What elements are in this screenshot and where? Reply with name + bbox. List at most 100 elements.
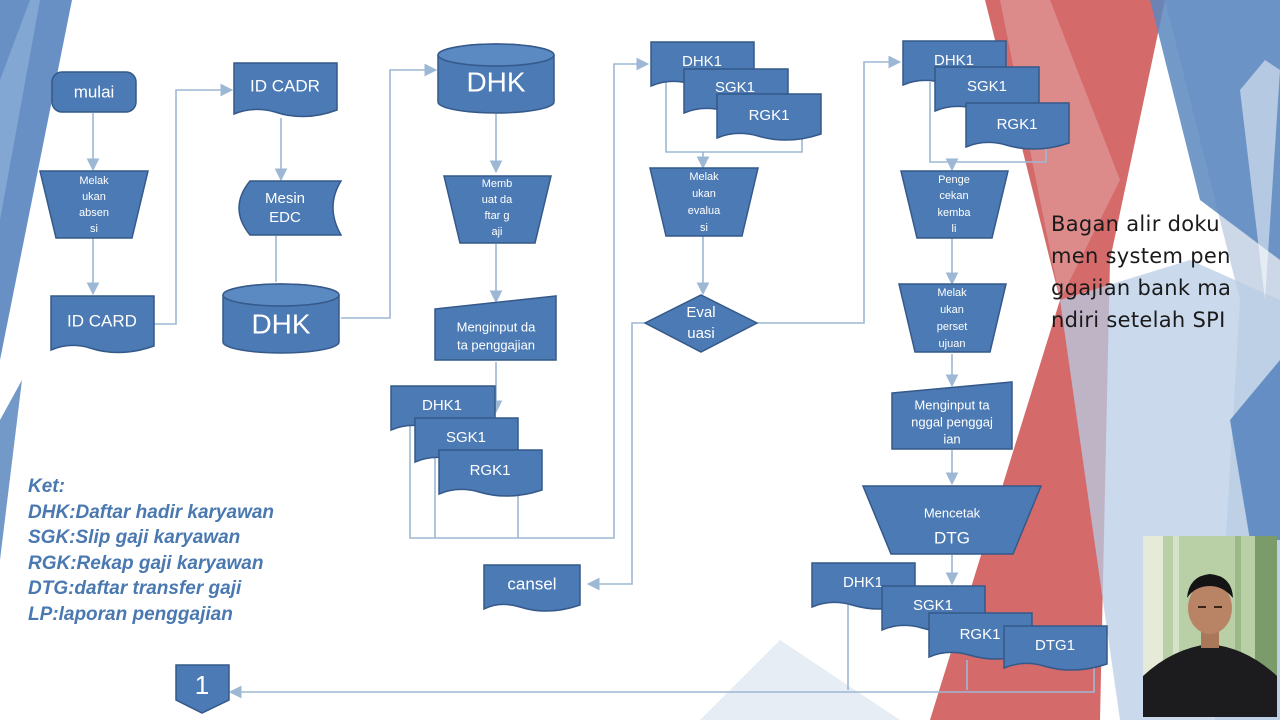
dhk-store-2-label: DHK: [466, 66, 525, 97]
evaluasi-line-1: Melak: [689, 171, 719, 183]
process-mencetak-dtg: Mencetak DTG: [861, 485, 1043, 555]
dhk1-c-label: DHK1: [934, 52, 974, 69]
document-id-cadr: ID CADR: [233, 62, 338, 118]
dhk-store-1-label: DHK: [251, 308, 310, 339]
buat-line-3: ftar g: [484, 210, 509, 222]
document-rgk1-a: RGK1: [438, 449, 543, 497]
decision-line-2: uasi: [687, 325, 715, 342]
legend-item-lp: LP:laporan penggajian: [28, 603, 233, 625]
input-tanggal-line-1: Menginput ta: [914, 397, 990, 412]
legend-heading: Ket:: [28, 476, 65, 497]
documents-group-2: DHK1 SGK1 RGK1: [650, 41, 822, 141]
input-line-1: Menginput da: [457, 319, 537, 334]
process-absensi: Melak ukan absen si: [39, 170, 149, 239]
process-pengecekan: Penge cekan kemba li: [900, 170, 1009, 239]
input-data-penggajian: Menginput da ta penggajian: [434, 295, 557, 361]
absensi-line-4: si: [90, 223, 98, 235]
decision-evaluasi: Eval uasi: [643, 294, 759, 353]
dtg1-d-label: DTG1: [1035, 637, 1075, 654]
caption-line-1: Bagan alir doku: [1051, 212, 1220, 236]
presenter-image: [1143, 536, 1277, 717]
line-docs-to-connector: [228, 668, 1095, 699]
pengecekan-line-3: kemba: [937, 207, 971, 219]
document-cansel: cansel: [483, 564, 581, 612]
line-docs-to-group2: [409, 57, 650, 539]
rgk1-d-label: RGK1: [960, 626, 1001, 643]
dhk1-d-label: DHK1: [843, 574, 883, 591]
input-line-2: ta penggajian: [457, 337, 535, 352]
edc-line-1: Mesin: [265, 190, 305, 207]
legend-item-sgk: SGK:Slip gaji karyawan: [28, 527, 241, 548]
pengecekan-line-2: cekan: [939, 190, 968, 202]
deco-left-blue-light: [0, 0, 40, 220]
process-buat-daftar-gaji: Memb uat da ftar g aji: [443, 175, 552, 244]
input-tanggal-line-2: nggal penggaj: [911, 414, 993, 429]
mencetak-line-2: DTG: [934, 528, 970, 547]
offpage-connector-1: 1: [175, 664, 230, 714]
line-group2-bracket: [665, 82, 803, 153]
process-evaluasi: Melak ukan evalua si: [649, 167, 759, 237]
sgk1-d-label: SGK1: [913, 597, 953, 614]
line-idcard-to-idcadr: [154, 83, 234, 325]
id-card-label: ID CARD: [67, 311, 137, 330]
line-group3-bracket: [929, 82, 1047, 163]
absensi-line-3: absen: [79, 207, 109, 219]
legend: Ket: DHK:Daftar hadir karyawan SGK:Slip …: [28, 474, 274, 627]
dhk1-b-label: DHK1: [682, 53, 722, 70]
sgk1-c-label: SGK1: [967, 78, 1007, 95]
input-tanggal-line-3: ian: [943, 431, 960, 446]
rgk1-b-label: RGK1: [749, 107, 790, 124]
buat-line-4: aji: [491, 226, 502, 238]
persetujuan-line-4: ujuan: [939, 338, 966, 350]
buat-line-2: uat da: [482, 194, 513, 206]
document-rgk1-c: RGK1: [965, 102, 1070, 150]
absensi-line-1: Melak: [79, 175, 109, 187]
caption-line-4: ndiri setelah SPI: [1051, 308, 1226, 332]
line-decision-to-group3: [757, 55, 902, 324]
rgk1-c-label: RGK1: [997, 116, 1038, 133]
documents-group-4: DHK1 SGK1 RGK1 DTG1: [811, 562, 1108, 671]
evaluasi-line-2: ukan: [692, 188, 716, 200]
display-mesin-edc: Mesin EDC: [238, 180, 343, 236]
decision-line-1: Eval: [686, 304, 715, 321]
documents-group-1: DHK1 SGK1 RGK1: [390, 385, 543, 497]
sgk1-a-label: SGK1: [446, 429, 486, 446]
connector-lines: [86, 55, 1095, 699]
deco-right-blue-top: [1150, 0, 1280, 260]
buat-line-1: Memb: [482, 178, 513, 190]
storage-dhk-2: DHK: [437, 43, 555, 114]
evaluasi-line-3: evalua: [688, 205, 721, 217]
pengecekan-line-4: li: [952, 223, 957, 235]
deco-right-blue-bottom: [1230, 360, 1280, 540]
dhk1-a-label: DHK1: [422, 397, 462, 414]
cansel-label: cansel: [507, 574, 556, 593]
caption-line-2: men system pen: [1051, 244, 1231, 268]
edc-line-2: EDC: [269, 209, 301, 226]
deco-bottom-grey: [700, 640, 900, 720]
id-cadr-label: ID CADR: [250, 76, 320, 95]
connector-1-label: 1: [195, 670, 209, 700]
documents-group-3: DHK1 SGK1 RGK1: [902, 40, 1070, 150]
persetujuan-line-2: ukan: [940, 304, 964, 316]
storage-dhk-1: DHK: [222, 283, 340, 354]
sgk1-b-label: SGK1: [715, 79, 755, 96]
persetujuan-line-3: perset: [937, 321, 968, 333]
legend-item-dhk: DHK:Daftar hadir karyawan: [28, 501, 275, 523]
evaluasi-line-4: si: [700, 222, 708, 234]
deco-right-white: [1240, 60, 1280, 300]
pengecekan-line-1: Penge: [938, 174, 970, 186]
slide-caption: Bagan alir doku men system pen ggajian b…: [1051, 208, 1279, 336]
document-rgk1-b: RGK1: [716, 93, 822, 141]
webcam-overlay: [1143, 536, 1277, 717]
document-dtg1-d: DTG1: [1003, 625, 1108, 671]
legend-item-dtg: DTG:daftar transfer gaji: [28, 578, 242, 599]
absensi-line-2: ukan: [82, 191, 106, 203]
mencetak-line-1: Mencetak: [924, 505, 981, 520]
terminal-mulai: mulai: [51, 71, 137, 113]
deco-left-blue-bottom: [0, 380, 22, 560]
caption-line-3: ggajian bank ma: [1051, 276, 1232, 300]
rgk1-a-label: RGK1: [470, 462, 511, 479]
legend-item-rgk: RGK:Rekap gaji karyawan: [28, 552, 264, 574]
